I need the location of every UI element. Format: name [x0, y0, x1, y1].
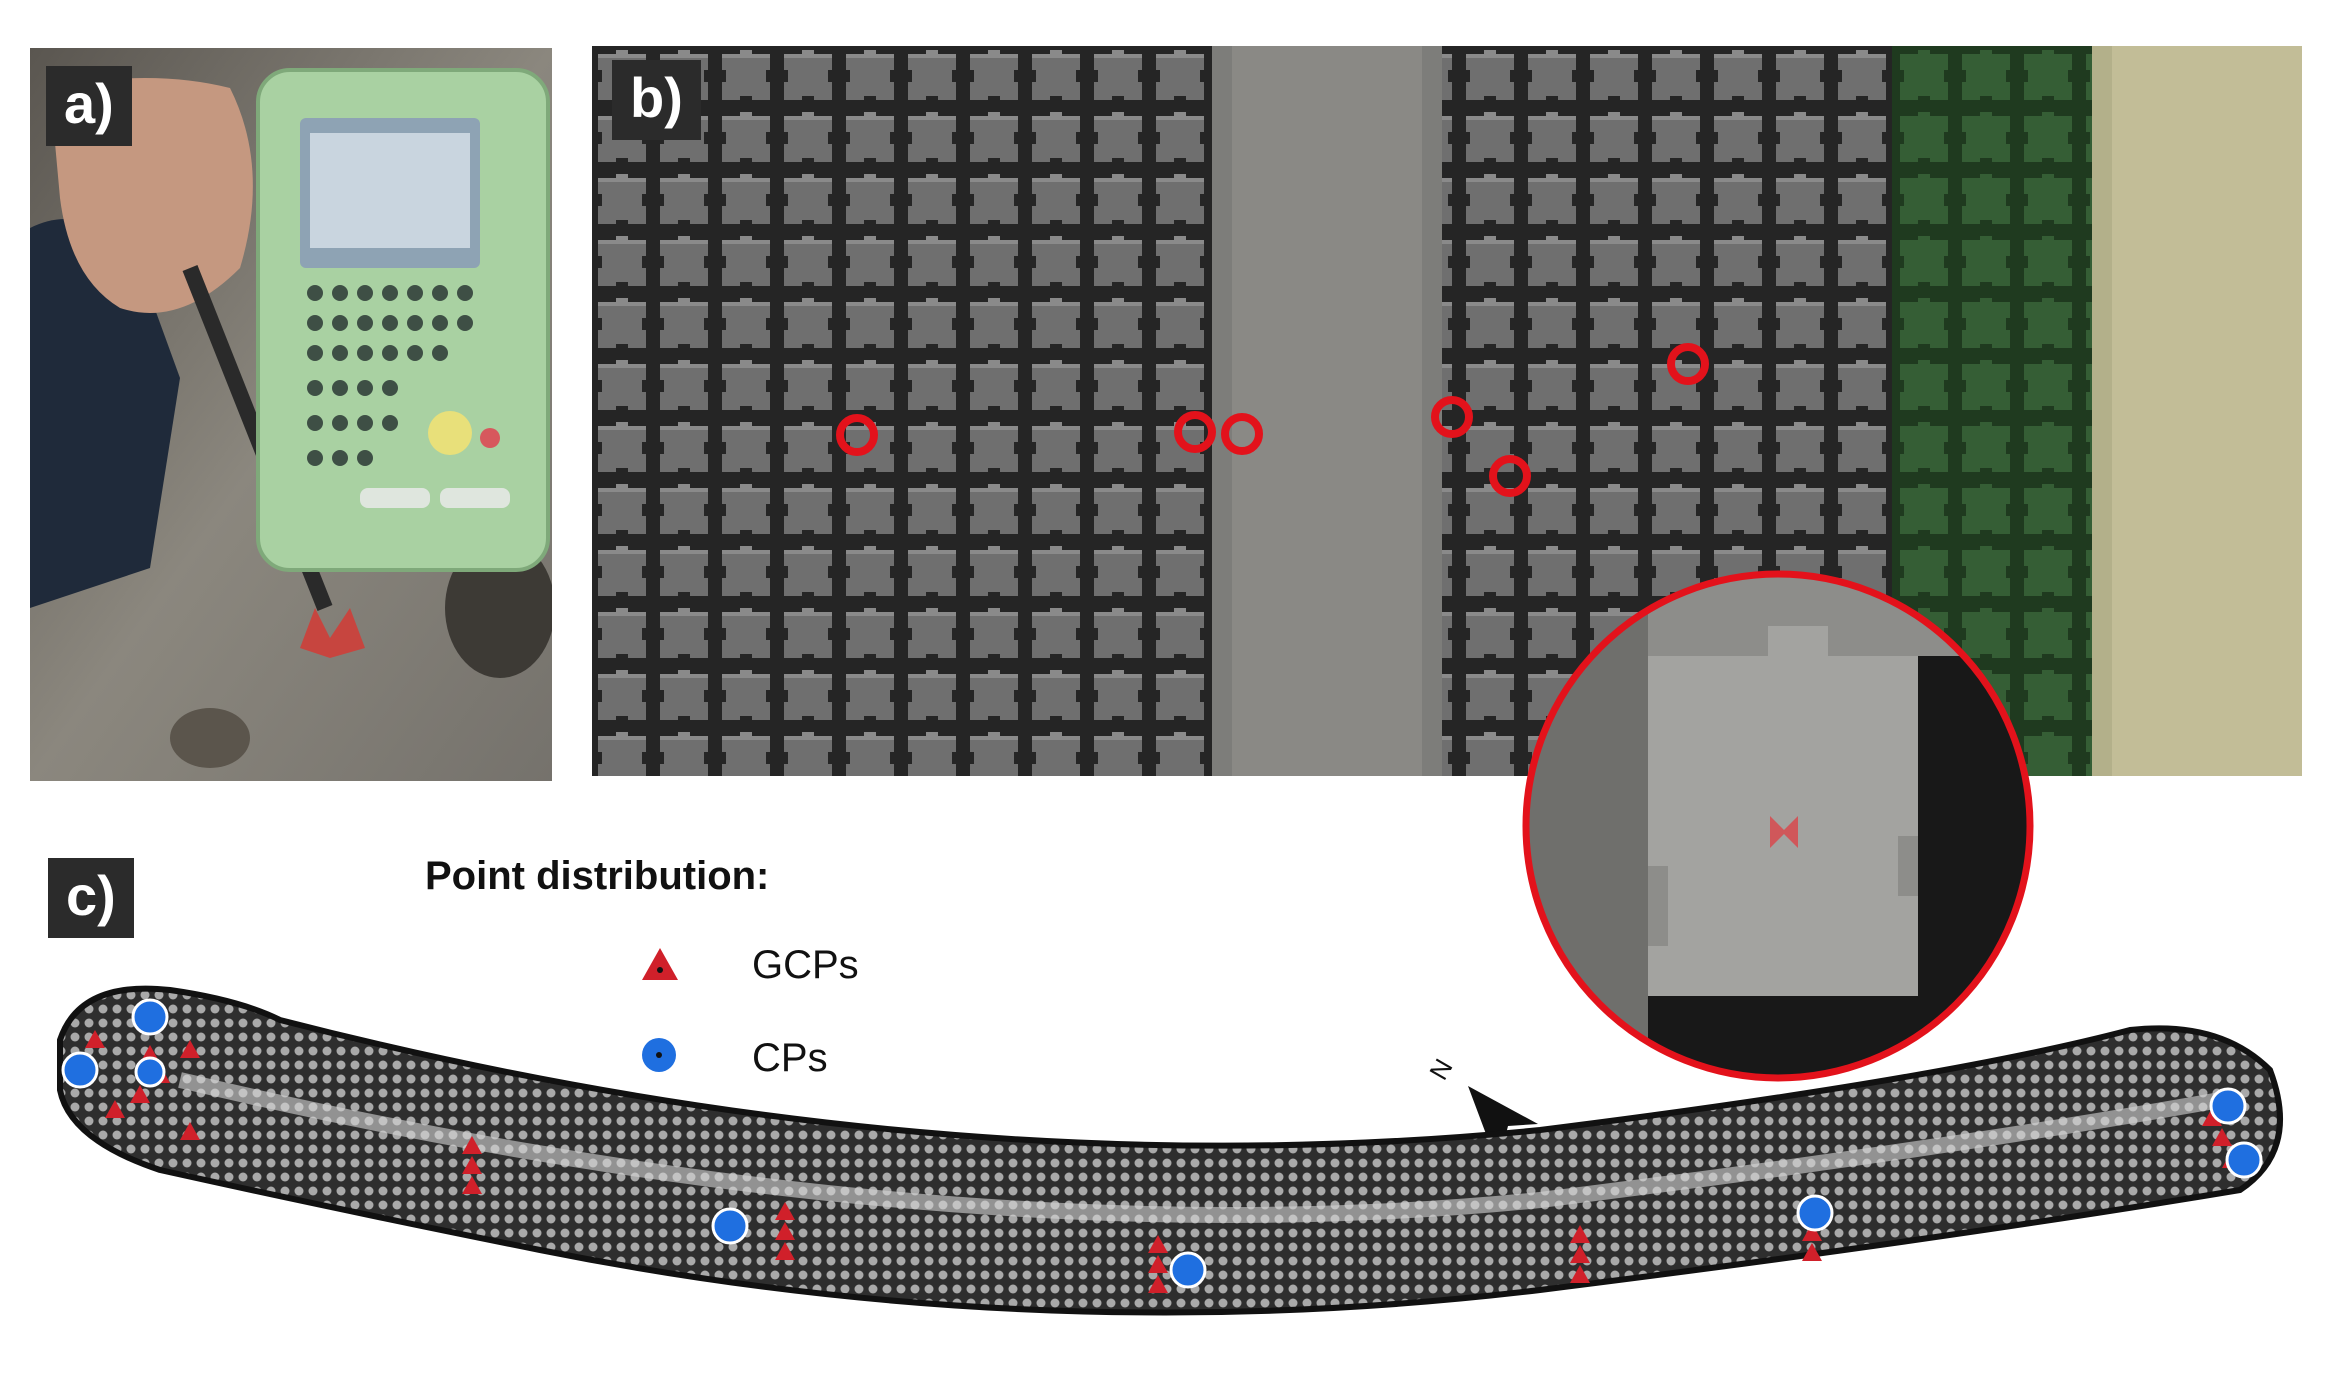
north-arrow-icon [1468, 1086, 1538, 1166]
gcp-marker [2212, 1128, 2232, 1146]
panel-a-label: a) [46, 66, 132, 146]
gcp-marker [462, 1156, 482, 1174]
crest-path [178, 1072, 2222, 1223]
gcp-marker [1570, 1225, 1590, 1243]
sleeve [30, 219, 180, 608]
target-circle [1221, 413, 1263, 455]
panel-b-label: b) [612, 60, 701, 140]
gcp-marker [775, 1222, 795, 1240]
cp-marker [1169, 1251, 1207, 1289]
rock [445, 538, 552, 678]
panel-c-label: c) [48, 858, 134, 938]
cp-marker [61, 1051, 99, 1089]
cp-marker [134, 1056, 166, 1088]
cp-marker [711, 1207, 749, 1245]
red-triangle-icon [642, 948, 678, 980]
armour-units-left [592, 46, 1212, 776]
target-circle [1174, 411, 1216, 453]
cp-marker [1796, 1194, 1834, 1232]
target-circles [836, 343, 1709, 497]
gcp-marker [1802, 1243, 1822, 1261]
cp-markers [61, 998, 2263, 1289]
keypad [307, 285, 473, 466]
legend-title: Point distribution: [425, 854, 770, 898]
ground-target-marker [300, 608, 365, 658]
gcp-marker [180, 1040, 200, 1058]
gcp-marker [1802, 1223, 1822, 1241]
cp-marker [2225, 1141, 2263, 1179]
nav-pad [428, 411, 472, 455]
cp-marker [131, 998, 169, 1036]
zoom-inset [1522, 570, 2034, 1082]
gcp-marker [2202, 1108, 2222, 1126]
legend-gcps-label: GCPs [752, 943, 859, 987]
breakwater-orthomosaic [57, 985, 2283, 1316]
gcp-marker [1570, 1245, 1590, 1263]
gcp-marker [1148, 1275, 1168, 1293]
gcp-marker [462, 1176, 482, 1194]
gcp-marker [105, 1100, 125, 1118]
panel-a-photo: a) [30, 48, 552, 781]
cp-marker [2209, 1087, 2247, 1125]
gcp-marker [1570, 1265, 1590, 1283]
blue-circle-icon [642, 1038, 676, 1072]
panel-b-photo: b) [592, 46, 2302, 776]
breakwater-outline [57, 985, 2283, 1316]
gcp-marker [775, 1242, 795, 1260]
gcp-marker [1148, 1235, 1168, 1253]
gcp-marker [130, 1085, 150, 1103]
target-marker [1770, 816, 1798, 848]
gnss-photo [30, 48, 552, 781]
gcp-marker [85, 1030, 105, 1048]
target-circle [1489, 455, 1531, 497]
gcp-marker [775, 1202, 795, 1220]
target-circle [836, 414, 878, 456]
legend-cps-label: CPs [752, 1036, 828, 1080]
target-circle [1667, 343, 1709, 385]
aerial-orthophoto [592, 46, 2302, 776]
gcp-marker [180, 1122, 200, 1140]
gcp-marker [462, 1136, 482, 1154]
target-circle [1431, 396, 1473, 438]
gcp-marker [1148, 1255, 1168, 1273]
